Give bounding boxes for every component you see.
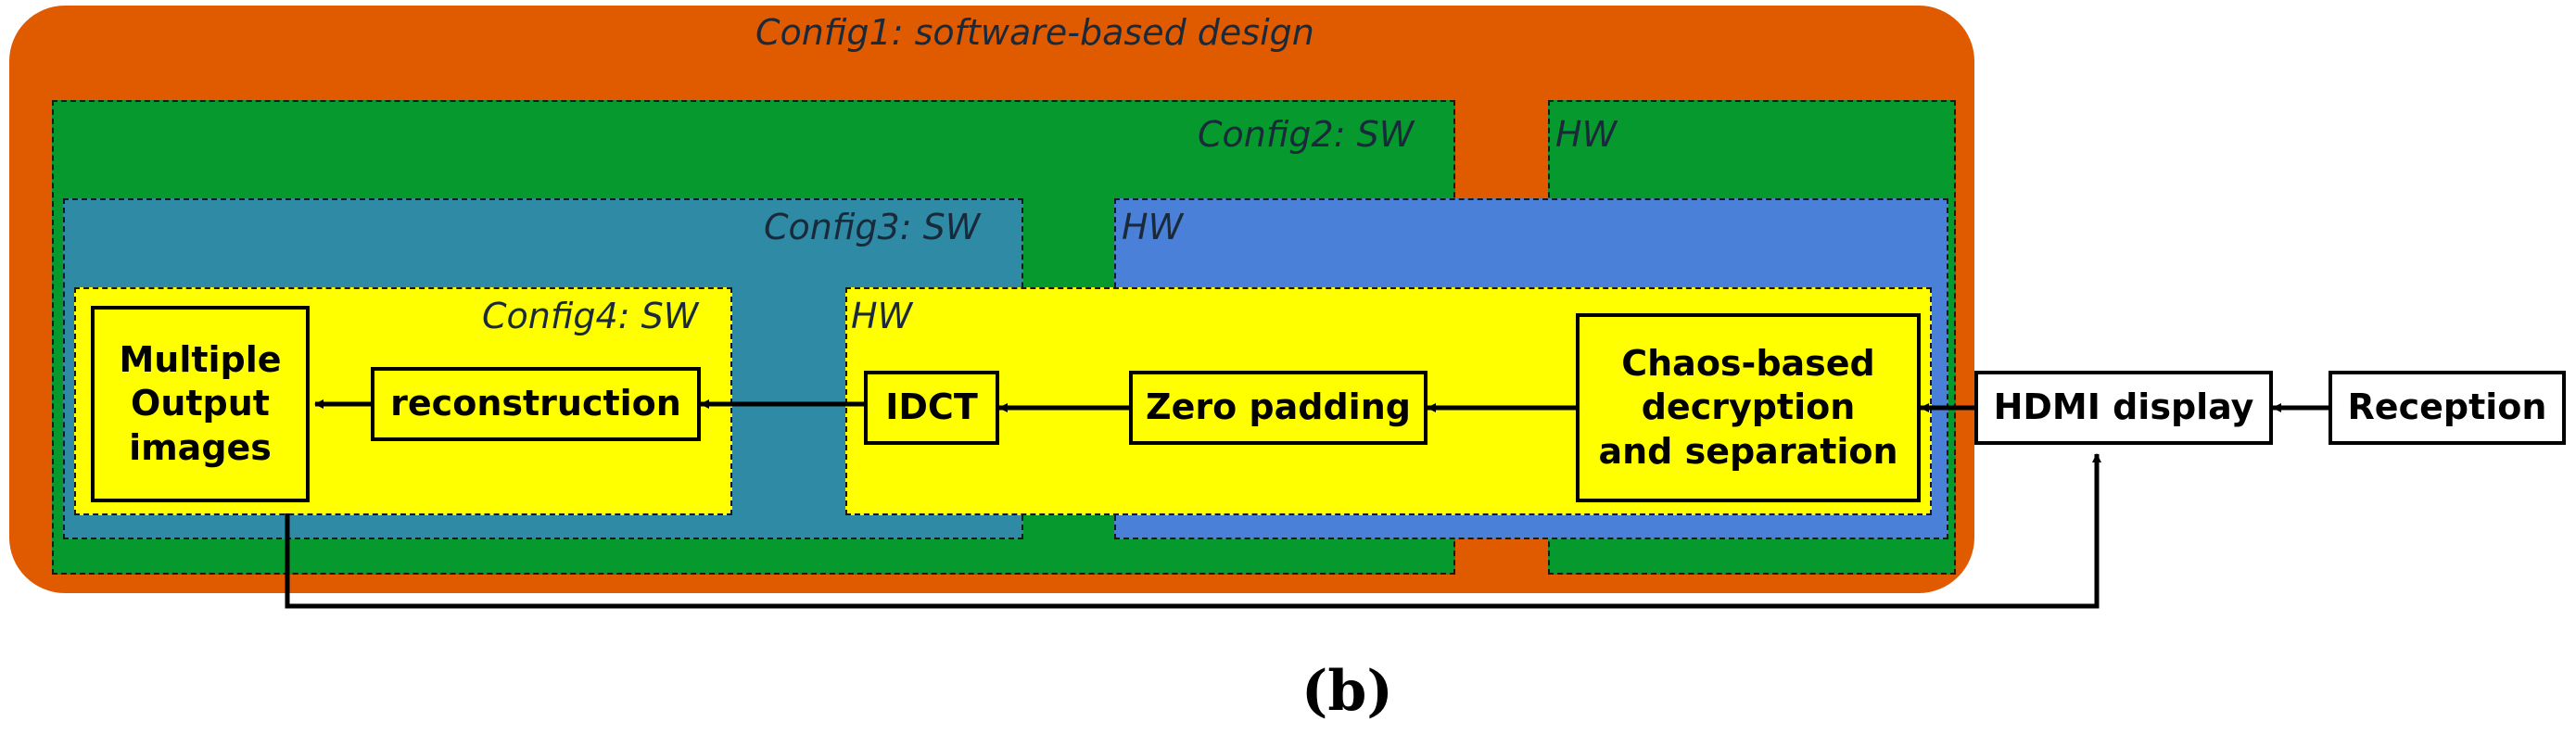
hdmi-display-block: HDMI display [1974,371,2273,445]
config3-sw-label: Config3: SW [764,207,981,247]
multiple-output-images-block: Multiple Output images [91,306,310,502]
config3-hw-label: HW [1122,207,1184,247]
reception-block: Reception [2329,371,2566,445]
reconstruction-block: reconstruction [371,367,701,441]
config4-sw-region [74,287,732,515]
chaos-decryption-block: Chaos-based decryption and separation [1576,313,1921,502]
config2-hw-label: HW [1555,114,1618,155]
config1-label: Config1: software-based design [755,12,1314,53]
config4-hw-label: HW [851,296,913,336]
zero-padding-block: Zero padding [1129,371,1428,445]
config4-sw-label: Config4: SW [482,296,699,336]
config2-sw-label: Config2: SW [1198,114,1415,155]
idct-block: IDCT [864,371,999,445]
config4-hw-region [845,287,1932,515]
figure-caption: (b) [1301,659,1393,724]
arrow-output-to-hdmi [285,453,2101,609]
